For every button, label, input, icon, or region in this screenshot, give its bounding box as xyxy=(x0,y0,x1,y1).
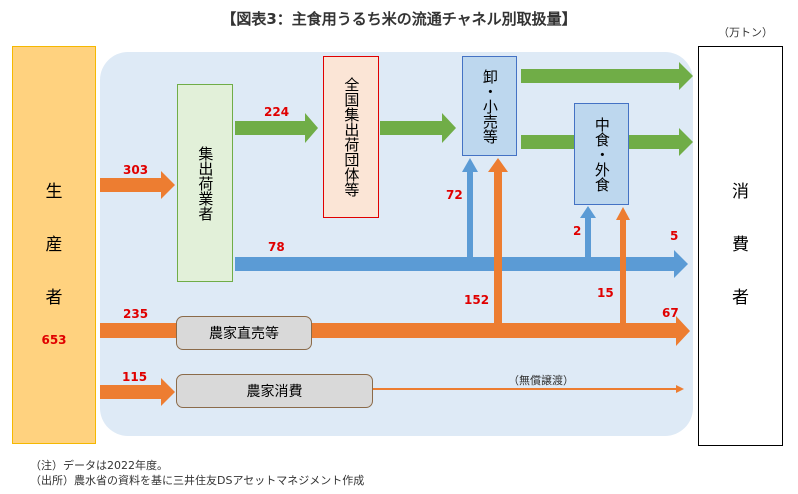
consumer-box: 消 費 者 xyxy=(698,46,783,446)
flow-label: 78 xyxy=(268,240,285,254)
collector-box: 集出荷業者 xyxy=(177,84,233,282)
flow-label: 152 xyxy=(464,293,490,307)
producer-char: 産 xyxy=(45,235,63,255)
arrow-up-15 xyxy=(616,207,630,324)
page-title: 【図表3：主食用うるち米の流通チャネル別取扱量】 xyxy=(221,10,577,28)
flow-label: 115 xyxy=(122,370,148,384)
note: （注）データは2022年度。 xyxy=(30,459,168,472)
flow-label: 235 xyxy=(123,307,149,321)
arrow-free-transfer xyxy=(676,385,684,393)
arrow-national-to-wholesale xyxy=(380,113,456,143)
free-transfer-label: （無償譲渡） xyxy=(508,374,574,387)
arrow-collector-direct xyxy=(235,250,688,278)
arrow-up-152 xyxy=(488,158,508,324)
unit-label: （万トン） xyxy=(718,26,773,39)
arrow-up-2 xyxy=(580,206,596,257)
producer-value: 653 xyxy=(41,333,67,347)
arrow-up-72 xyxy=(462,158,478,257)
producer-char: 者 xyxy=(45,288,63,308)
producer-char: 生 xyxy=(45,182,63,202)
arrow-wholesale-to-consumer-top xyxy=(521,62,693,90)
consumer-char: 費 xyxy=(732,235,749,255)
wholesale-box: 卸・小売等 xyxy=(462,56,517,156)
producer-box: 生 産 者 653 xyxy=(12,46,96,444)
flow-label: 15 xyxy=(597,286,614,300)
flow-label: 2 xyxy=(573,224,582,238)
arrow-collector-to-national xyxy=(235,113,318,143)
arrow-producer-to-collector xyxy=(100,171,175,199)
consumer-char: 消 xyxy=(732,182,749,202)
farm-consumption-box: 農家消費 xyxy=(176,374,373,408)
farm-direct-box: 農家直売等 xyxy=(176,316,312,350)
flow-label: 303 xyxy=(123,163,149,177)
flow-label: 67 xyxy=(662,306,679,320)
arrow-farm-consumption xyxy=(100,378,175,406)
flow-label: 5 xyxy=(670,229,679,243)
source-note: （出所）農水省の資料を基に三井住友DSアセットマネジメント作成 xyxy=(30,474,365,487)
flow-label: 224 xyxy=(264,105,290,119)
national-box: 全国集出荷団体等 xyxy=(323,56,379,218)
consumer-char: 者 xyxy=(732,288,749,308)
food-service-box: 中食・外食 xyxy=(574,103,629,205)
flow-label: 72 xyxy=(446,188,463,202)
